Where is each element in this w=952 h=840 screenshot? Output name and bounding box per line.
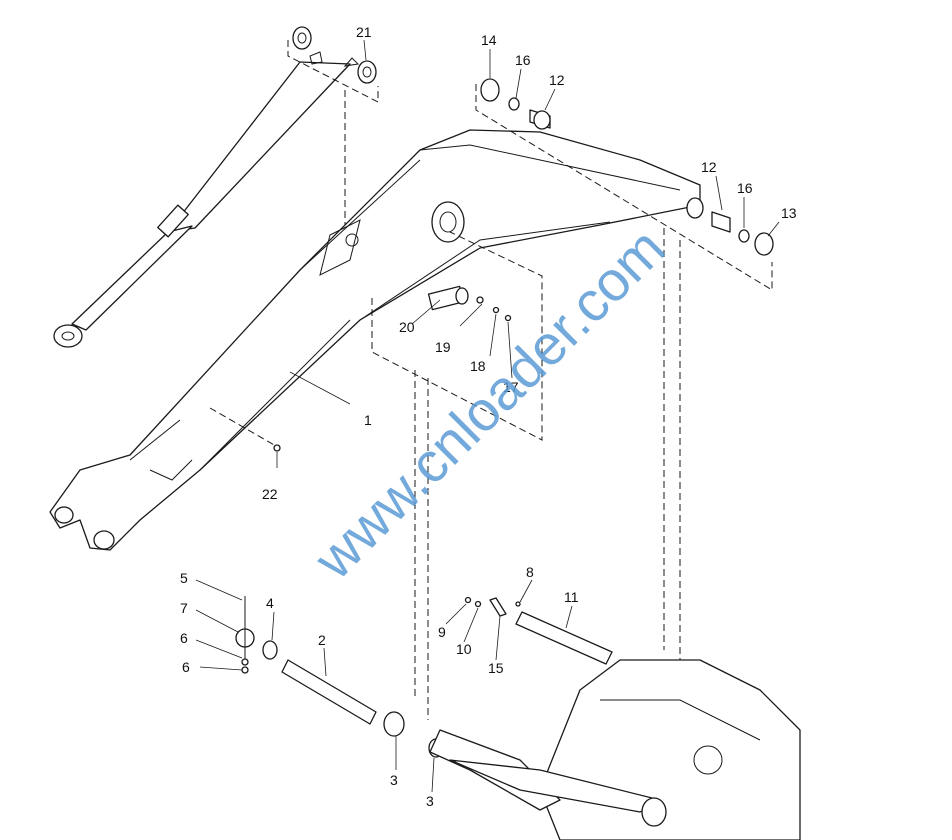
pin-set-right <box>711 211 774 256</box>
callout-21: 21 <box>356 24 372 40</box>
callout-4: 4 <box>266 595 274 611</box>
callout-labels: 21 14 16 12 12 16 13 20 19 18 17 1 22 5 … <box>180 24 797 809</box>
callout-14: 14 <box>481 32 497 48</box>
pin-2-group <box>235 596 444 758</box>
callout-17: 17 <box>503 379 519 395</box>
leader-lines <box>195 39 780 793</box>
callout-11: 11 <box>564 589 579 605</box>
frame-mount <box>429 659 801 840</box>
pin-11-group <box>464 596 613 665</box>
callout-6: 6 <box>180 630 188 646</box>
pin-20-assembly <box>427 285 512 322</box>
callout-20: 20 <box>399 319 415 335</box>
callout-1: 1 <box>364 412 372 428</box>
callout-5: 5 <box>180 570 188 586</box>
dash-guide-right <box>475 84 773 291</box>
top-washers <box>292 26 377 84</box>
boom-cylinder <box>53 51 360 348</box>
callout-7: 7 <box>180 600 188 616</box>
boom-body <box>49 129 704 551</box>
callout-22: 22 <box>262 486 278 502</box>
callout-16: 16 <box>737 180 753 196</box>
callout-12: 12 <box>701 159 717 175</box>
pin-set-top <box>480 78 551 130</box>
callout-8: 8 <box>526 564 534 580</box>
callout-18: 18 <box>470 358 486 374</box>
callout-9: 9 <box>438 624 446 640</box>
callout-19: 19 <box>435 339 451 355</box>
callout-16: 16 <box>515 52 531 68</box>
callout-13: 13 <box>781 205 797 221</box>
callout-2: 2 <box>318 632 326 648</box>
callout-3: 3 <box>390 772 398 788</box>
callout-15: 15 <box>488 660 504 676</box>
callout-12: 12 <box>549 72 565 88</box>
callout-6: 6 <box>182 659 190 675</box>
dash-guide-down-a <box>414 370 429 720</box>
dash-guide-mid <box>371 231 543 441</box>
callout-10: 10 <box>456 641 472 657</box>
dash-guide-down-b <box>663 228 681 700</box>
bolt-22 <box>273 444 281 452</box>
dash-guide-top <box>287 40 379 300</box>
dash-guide-bolt <box>209 407 277 447</box>
callout-3: 3 <box>426 793 434 809</box>
